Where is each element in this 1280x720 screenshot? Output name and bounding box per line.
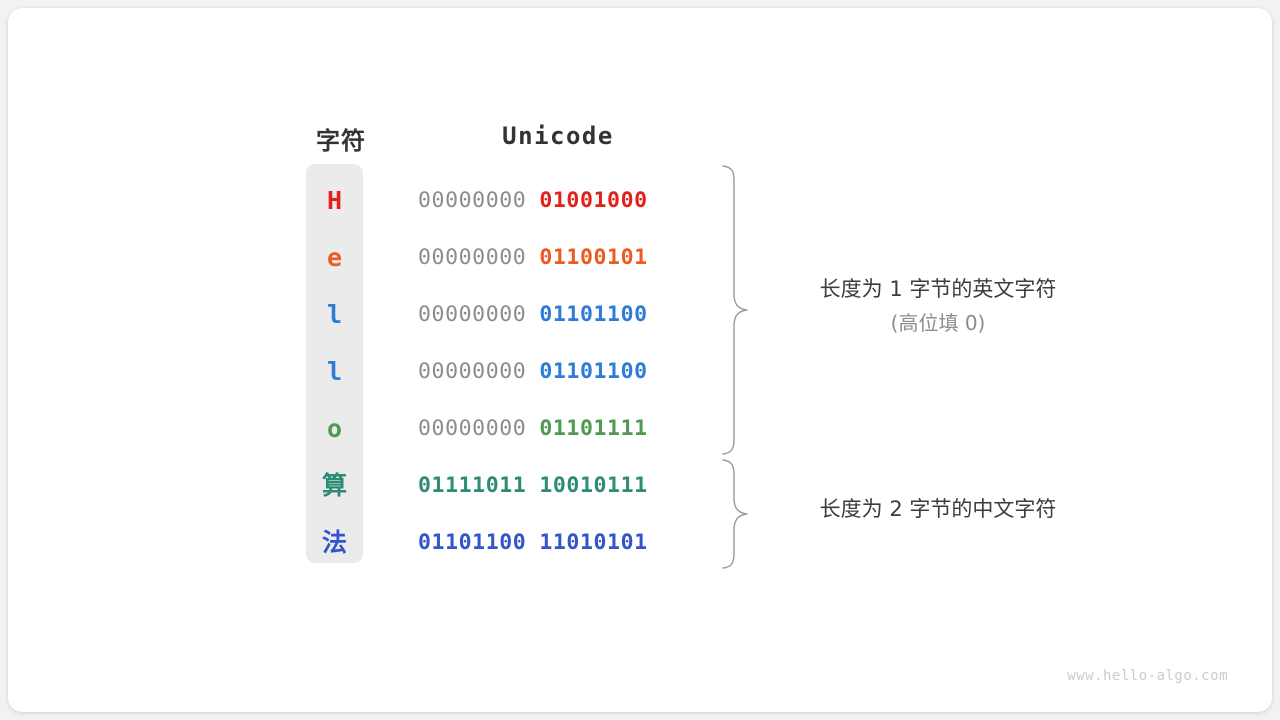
row-character: H bbox=[326, 186, 343, 215]
row-low-byte: 01101100 bbox=[539, 359, 648, 384]
row-low-byte: 01101111 bbox=[539, 416, 648, 441]
row-high-byte: 01101100 bbox=[418, 530, 527, 555]
row-unicode-bits: 00000000 01101111 bbox=[418, 400, 698, 457]
row-low-byte: 01100101 bbox=[539, 245, 648, 270]
row-low-byte: 11010101 bbox=[539, 530, 648, 555]
character-column-background bbox=[306, 164, 363, 563]
table-row: l 00000000 01101100 bbox=[8, 343, 1272, 400]
table-row: 法 01101100 11010101 bbox=[8, 514, 1272, 571]
annotation-secondary-text: (高位填 0) bbox=[890, 311, 986, 335]
table-row: 算 01111011 10010111 bbox=[8, 457, 1272, 514]
annotation-primary-text: 长度为 2 字节的中文字符 bbox=[819, 497, 1057, 521]
row-high-byte: 00000000 bbox=[418, 302, 527, 327]
table-row: H 00000000 01001000 bbox=[8, 172, 1272, 229]
brace-double-byte bbox=[722, 459, 748, 569]
row-unicode-bits: 01111011 10010111 bbox=[418, 457, 698, 514]
figure-card: 字符 Unicode H 00000000 01001000 e 0000000… bbox=[8, 8, 1272, 712]
row-character: 算 bbox=[321, 471, 347, 500]
row-character: 法 bbox=[321, 528, 347, 557]
unicode-encoding-figure: 字符 Unicode H 00000000 01001000 e 0000000… bbox=[8, 8, 1272, 712]
row-high-byte: 00000000 bbox=[418, 245, 527, 270]
row-character: o bbox=[326, 414, 343, 443]
annotation-double-byte: 长度为 2 字节的中文字符 bbox=[748, 492, 1128, 526]
row-high-byte: 00000000 bbox=[418, 416, 527, 441]
row-unicode-bits: 01101100 11010101 bbox=[418, 514, 698, 571]
row-character: l bbox=[326, 300, 343, 329]
row-low-byte: 01101100 bbox=[539, 302, 648, 327]
annotation-single-byte: 长度为 1 字节的英文字符 (高位填 0) bbox=[748, 272, 1128, 340]
row-high-byte: 01111011 bbox=[418, 473, 527, 498]
table-row: l 00000000 01101100 bbox=[8, 286, 1272, 343]
column-header-character: 字符 bbox=[316, 127, 366, 155]
row-unicode-bits: 00000000 01001000 bbox=[418, 172, 698, 229]
row-unicode-bits: 00000000 01100101 bbox=[418, 229, 698, 286]
brace-single-byte bbox=[722, 165, 748, 455]
row-high-byte: 00000000 bbox=[418, 359, 527, 384]
row-low-byte: 10010111 bbox=[539, 473, 648, 498]
row-character: l bbox=[326, 357, 343, 386]
watermark-url: www.hello-algo.com bbox=[1067, 668, 1228, 684]
column-header-unicode: Unicode bbox=[502, 122, 614, 150]
row-unicode-bits: 00000000 01101100 bbox=[418, 343, 698, 400]
row-low-byte: 01001000 bbox=[539, 188, 648, 213]
row-unicode-bits: 00000000 01101100 bbox=[418, 286, 698, 343]
row-character: e bbox=[326, 243, 343, 272]
table-row: e 00000000 01100101 bbox=[8, 229, 1272, 286]
table-row: o 00000000 01101111 bbox=[8, 400, 1272, 457]
annotation-primary-text: 长度为 1 字节的英文字符 bbox=[819, 277, 1057, 301]
row-high-byte: 00000000 bbox=[418, 188, 527, 213]
